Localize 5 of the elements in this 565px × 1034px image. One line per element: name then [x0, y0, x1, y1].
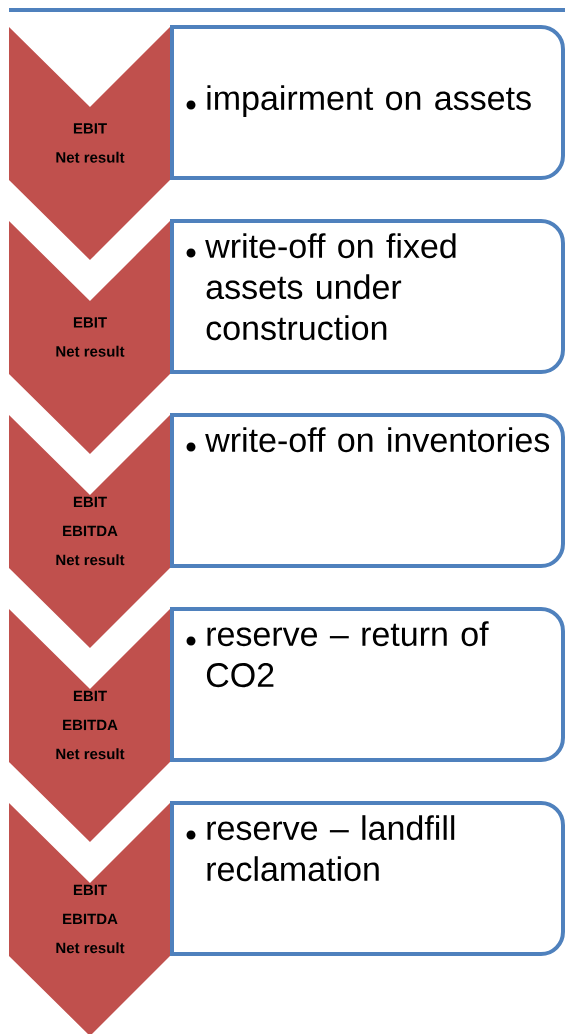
text-box: write-off on fixed assets under construction: [170, 219, 565, 374]
text-box: write-off on inventories: [170, 413, 565, 568]
text-box: reserve – return of CO2: [170, 607, 565, 762]
text-box: reserve – landfill reclamation: [170, 801, 565, 956]
text-box: impairment on assets: [170, 25, 565, 180]
